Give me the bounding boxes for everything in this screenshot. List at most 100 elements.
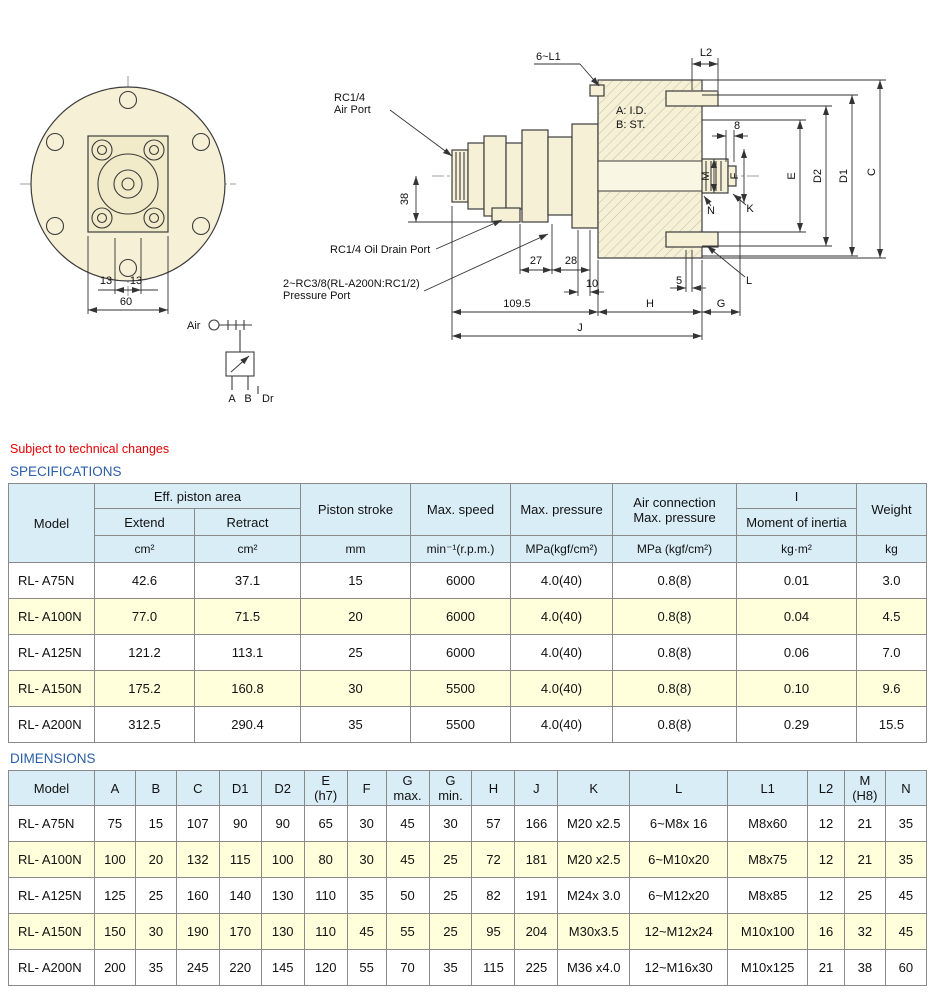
value-cell: 35: [884, 841, 928, 878]
value-cell: 45: [884, 913, 928, 950]
value-cell: M8x85: [727, 877, 809, 914]
value-cell: 9.6: [856, 670, 927, 707]
value-cell: 0.10: [736, 670, 857, 707]
value-cell: 12: [807, 805, 845, 842]
value-cell: 35: [346, 877, 387, 914]
column-header: M (H8): [843, 770, 886, 806]
dim-n: N: [707, 205, 715, 217]
value-cell: 0.01: [736, 562, 857, 599]
value-cell: 113.1: [194, 634, 301, 671]
value-cell: 100: [93, 841, 136, 878]
value-cell: 6000: [410, 598, 511, 635]
value-cell: 21: [843, 841, 886, 878]
column-header-moment-of-inertia: Moment of inertia: [736, 508, 857, 536]
value-cell: 4.0(40): [510, 706, 613, 743]
value-cell: 190: [175, 913, 220, 950]
column-header: A: [93, 770, 136, 806]
column-header: K: [557, 770, 631, 806]
value-cell: 25: [428, 841, 473, 878]
value-cell: 160: [175, 877, 220, 914]
value-cell: 45: [385, 841, 430, 878]
side-view: A: I.D. B: ST. 6~L1 L2 RC1/4 Air Port 38…: [283, 47, 886, 340]
value-cell: 100: [260, 841, 305, 878]
value-cell: 75: [93, 805, 136, 842]
label-pressure-port-1: 2~RC3/8(RL-A200N:RC1/2): [283, 278, 420, 290]
model-cell: RL- A200N: [8, 706, 95, 743]
technical-note: Subject to technical changes: [10, 442, 170, 456]
value-cell: 42.6: [94, 562, 195, 599]
value-cell: 70: [385, 949, 430, 986]
column-header-weight: Weight: [856, 483, 927, 536]
value-cell: 160.8: [194, 670, 301, 707]
value-cell: 0.04: [736, 598, 857, 635]
value-cell: 12~M16x30: [629, 949, 729, 986]
value-cell: 200: [93, 949, 136, 986]
value-cell: 170: [218, 913, 262, 950]
value-cell: 166: [514, 805, 559, 842]
value-cell: 6~M12x20: [629, 877, 729, 914]
value-cell: 4.0(40): [510, 670, 613, 707]
column-header-retract: Retract: [194, 508, 301, 536]
value-cell: M24x 3.0: [557, 877, 631, 914]
value-cell: 132: [175, 841, 220, 878]
value-cell: 35: [134, 949, 177, 986]
specifications-heading: SPECIFICATIONS: [10, 464, 122, 479]
value-cell: M20 x2.5: [557, 805, 631, 842]
value-cell: 12: [807, 841, 845, 878]
value-cell: M20 x2.5: [557, 841, 631, 878]
label-air-port-2: Air Port: [334, 104, 371, 116]
unit-cell: min⁻¹(r.p.m.): [410, 535, 511, 563]
dim-m: M: [700, 171, 712, 180]
value-cell: 245: [175, 949, 220, 986]
value-cell: 0.8(8): [612, 670, 737, 707]
value-cell: 12~M12x24: [629, 913, 729, 950]
column-header: D2: [260, 770, 305, 806]
unit-cell: kg: [856, 535, 927, 563]
column-header: E (h7): [303, 770, 348, 806]
dim-27: 27: [530, 255, 542, 267]
column-header: G max.: [385, 770, 430, 806]
value-cell: 82: [471, 877, 516, 914]
value-cell: 5500: [410, 670, 511, 707]
dim-d1: D1: [838, 169, 850, 183]
column-header-inertia: I: [736, 483, 857, 509]
value-cell: 6000: [410, 634, 511, 671]
valve-symbol: Air A B Dr: [187, 319, 274, 405]
value-cell: 0.8(8): [612, 706, 737, 743]
unit-cell: mm: [300, 535, 411, 563]
value-cell: 140: [218, 877, 262, 914]
model-cell: RL- A125N: [8, 877, 95, 914]
dim-l: L: [746, 275, 752, 287]
value-cell: 15.5: [856, 706, 927, 743]
value-cell: 130: [260, 913, 305, 950]
dim-j: J: [577, 322, 583, 334]
value-cell: 50: [385, 877, 430, 914]
dim-8: 8: [734, 120, 740, 132]
header-row: Model Eff. piston area Piston stroke Max…: [8, 483, 927, 563]
model-cell: RL- A75N: [8, 562, 95, 599]
value-cell: 77.0: [94, 598, 195, 635]
value-cell: 6~M10x20: [629, 841, 729, 878]
value-cell: 3.0: [856, 562, 927, 599]
value-cell: 65: [303, 805, 348, 842]
column-header: L2: [807, 770, 845, 806]
value-cell: 6~M8x 16: [629, 805, 729, 842]
value-cell: 115: [471, 949, 516, 986]
value-cell: 0.8(8): [612, 634, 737, 671]
value-cell: 15: [134, 805, 177, 842]
dim-l2: L2: [700, 47, 712, 59]
value-cell: 72: [471, 841, 516, 878]
column-header: H: [471, 770, 516, 806]
unit-cell: cm²: [94, 535, 195, 563]
value-cell: 45: [385, 805, 430, 842]
label-air-port-1: RC1/4: [334, 92, 365, 104]
value-cell: 181: [514, 841, 559, 878]
value-cell: 5500: [410, 706, 511, 743]
value-cell: 120: [303, 949, 348, 986]
column-header: B: [134, 770, 177, 806]
